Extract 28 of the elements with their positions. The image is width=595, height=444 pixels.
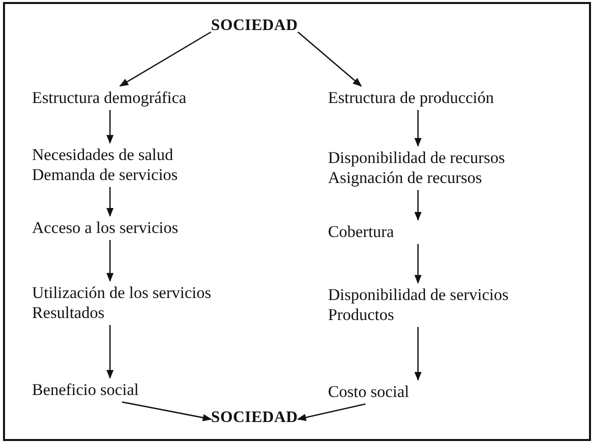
node-text: Disponibilidad de servicios xyxy=(328,285,509,305)
node-text: Disponibilidad de recursos xyxy=(328,148,505,168)
arrow xyxy=(414,244,422,284)
arrow xyxy=(414,190,422,221)
node-text: Necesidades de salud xyxy=(32,145,174,165)
arrow xyxy=(106,187,114,217)
arrow xyxy=(122,401,212,422)
arrow xyxy=(106,325,114,379)
node-text: Cobertura xyxy=(328,222,395,242)
node-text: Estructura de producción xyxy=(328,88,494,108)
node-text: Acceso a los servicios xyxy=(32,218,178,238)
node-text: Productos xyxy=(328,305,395,325)
node-text: SOCIEDAD xyxy=(211,408,298,428)
arrow xyxy=(414,110,422,147)
node-text: Resultados xyxy=(32,303,106,323)
node-text: Costo social xyxy=(328,382,410,402)
node-text: Demanda de servicios xyxy=(32,165,178,185)
node-text: Beneficio social xyxy=(32,380,140,400)
arrow xyxy=(297,32,362,87)
node-text: Asignación de recursos xyxy=(328,168,483,188)
node-text: Estructura demográfica xyxy=(32,88,186,108)
arrow xyxy=(296,403,366,421)
node-text: SOCIEDAD xyxy=(211,16,298,36)
node-text: Utilización de los servicios xyxy=(32,283,212,303)
arrow xyxy=(106,240,114,282)
arrow xyxy=(414,327,422,381)
arrow xyxy=(119,31,212,87)
arrow xyxy=(106,110,114,144)
